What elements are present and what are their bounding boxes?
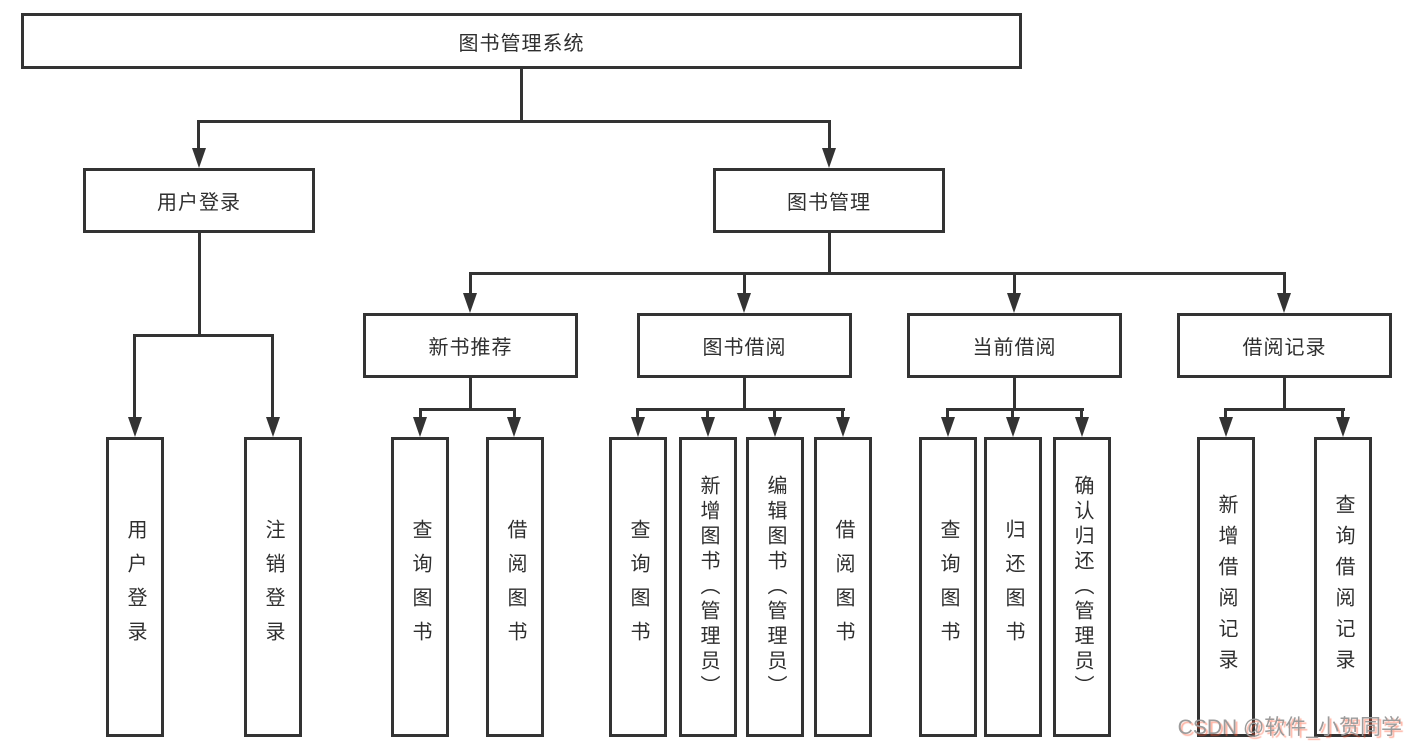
node-book-management-branch: 图书管理	[713, 168, 945, 233]
node-user-login-branch: 用户登录	[83, 168, 315, 233]
connector-leg-logout-leaf	[271, 334, 274, 420]
leaf-edit-books-admin: 编辑图书（管理员）	[746, 437, 804, 737]
leaf-query-books-borrowing: 查询图书	[609, 437, 667, 737]
arrow-down-icon	[128, 417, 142, 437]
leaf-return-books-label: 归还图书	[1002, 519, 1024, 655]
leaf-add-borrow-record: 新增借阅记录	[1197, 437, 1255, 737]
leaf-add-books-admin: 新增图书（管理员）	[679, 437, 737, 737]
connector-leg	[946, 408, 949, 421]
arrow-down-icon	[413, 417, 427, 437]
arrow-down-icon	[1006, 417, 1020, 437]
arrow-down-icon	[631, 417, 645, 437]
connector-leg	[1341, 408, 1344, 421]
leaf-query-books-label: 查询图书	[627, 519, 649, 655]
arrow-down-icon	[737, 293, 751, 313]
arrow-down-icon	[1277, 293, 1291, 313]
connector-currentborrow-stem	[1013, 378, 1016, 411]
leaf-return-books: 归还图书	[984, 437, 1042, 737]
connector-leg	[419, 408, 422, 421]
arrow-down-icon	[941, 417, 955, 437]
arrow-down-icon	[192, 148, 206, 168]
node-borrowing-records-label: 借阅记录	[1242, 337, 1327, 359]
arrow-down-icon	[768, 417, 782, 437]
connector-userlogin-stem	[198, 233, 201, 337]
node-root-system: 图书管理系统	[21, 13, 1022, 69]
node-new-book-recommend: 新书推荐	[363, 313, 578, 378]
connector-newbook-crossbar	[419, 408, 516, 411]
leaf-add-borrow-record-label: 新增借阅记录	[1215, 494, 1237, 680]
connector-newbook-stem	[469, 378, 472, 411]
connector-userlogin-crossbar	[133, 334, 274, 337]
csdn-watermark: CSDN @软件_小贺同学	[1177, 716, 1402, 739]
arrow-down-icon	[507, 417, 521, 437]
connector-leg	[706, 408, 709, 421]
arrow-down-icon	[1336, 417, 1350, 437]
connector-bookmgmt-stem	[828, 233, 831, 275]
connector-leg-current-borrow	[1013, 272, 1016, 297]
arrow-down-icon	[701, 417, 715, 437]
arrow-down-icon	[836, 417, 850, 437]
leaf-logout: 注销登录	[244, 437, 302, 737]
connector-leg-user-login	[197, 120, 200, 152]
leaf-add-books-admin-label: 新增图书（管理员）	[697, 474, 719, 700]
connector-records-stem	[1283, 378, 1286, 411]
arrow-down-icon	[822, 148, 836, 168]
leaf-confirm-return-admin-label: 确认归还（管理员）	[1071, 474, 1093, 700]
leaf-confirm-return-admin: 确认归还（管理员）	[1053, 437, 1111, 737]
node-book-borrowing: 图书借阅	[637, 313, 852, 378]
leaf-user-login: 用户登录	[106, 437, 164, 737]
leaf-query-books-recommend: 查询图书	[391, 437, 449, 737]
leaf-borrow-books-label: 借阅图书	[504, 519, 526, 655]
node-book-borrowing-label: 图书借阅	[702, 337, 787, 359]
connector-leg	[513, 408, 516, 421]
leaf-user-login-label: 用户登录	[124, 519, 146, 655]
leaf-borrow-books-label: 借阅图书	[832, 519, 854, 655]
leaf-borrow-books: 借阅图书	[814, 437, 872, 737]
node-new-book-recommend-label: 新书推荐	[428, 337, 513, 359]
connector-leg-login-leaf	[133, 334, 136, 420]
leaf-query-borrow-record-label: 查询借阅记录	[1332, 494, 1354, 680]
arrow-down-icon	[1007, 293, 1021, 313]
arrow-down-icon	[463, 293, 477, 313]
connector-leg-book-borrow	[743, 272, 746, 297]
leaf-query-books-current: 查询图书	[919, 437, 977, 737]
arrow-down-icon	[1075, 417, 1089, 437]
connector-leg-borrow-records	[1283, 272, 1286, 297]
connector-leg-new-books	[469, 272, 472, 297]
node-user-login-label: 用户登录	[157, 192, 241, 214]
leaf-query-books-label: 查询图书	[937, 519, 959, 655]
connector-bookmgmt-crossbar	[469, 272, 1286, 275]
connector-leg	[636, 408, 639, 421]
connector-root-crossbar	[197, 120, 831, 123]
connector-records-crossbar	[1224, 408, 1345, 411]
node-current-borrowing-label: 当前借阅	[972, 337, 1057, 359]
leaf-query-borrow-record: 查询借阅记录	[1314, 437, 1372, 737]
leaf-edit-books-admin-label: 编辑图书（管理员）	[764, 474, 786, 700]
leaf-borrow-books-recommend: 借阅图书	[486, 437, 544, 737]
node-current-borrowing: 当前借阅	[907, 313, 1122, 378]
connector-leg	[773, 408, 776, 421]
connector-leg	[841, 408, 844, 421]
node-book-management-label: 图书管理	[787, 192, 871, 214]
connector-leg	[1011, 408, 1014, 421]
connector-leg-book-mgmt	[828, 120, 831, 152]
connector-bookborrow-stem	[743, 378, 746, 411]
node-root-label: 图书管理系统	[458, 32, 585, 55]
leaf-query-books-label: 查询图书	[409, 519, 431, 655]
connector-currentborrow-crossbar	[946, 408, 1084, 411]
leaf-logout-label: 注销登录	[262, 519, 284, 655]
connector-root-stem	[520, 69, 523, 123]
arrow-down-icon	[266, 417, 280, 437]
connector-leg	[1080, 408, 1083, 421]
arrow-down-icon	[1219, 417, 1233, 437]
connector-leg	[1224, 408, 1227, 421]
node-borrowing-records: 借阅记录	[1177, 313, 1392, 378]
connector-bookborrow-crossbar	[637, 408, 845, 411]
